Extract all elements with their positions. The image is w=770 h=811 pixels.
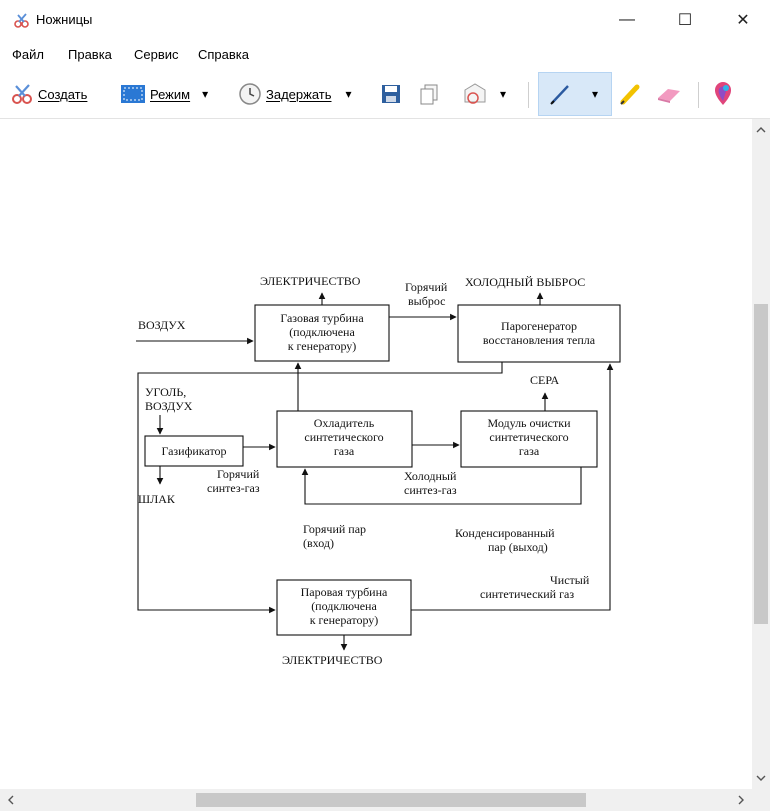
- maximize-button[interactable]: ☐: [677, 12, 693, 29]
- cooler-line-1: Охладитель: [314, 416, 375, 430]
- gas-turbine-line-1: Газовая турбина: [280, 311, 364, 325]
- mode-label: Режим: [150, 86, 191, 102]
- scissors-app-icon: [14, 13, 29, 28]
- gas-turbine-line-3: к генератору): [288, 339, 357, 353]
- title-bar: Ножницы — ☐ ✕: [0, 0, 770, 40]
- hrsg-box: [457, 304, 621, 363]
- hrsg-line-1: Парогенератор: [501, 319, 577, 333]
- label-cold-syngas-2: синтез-газ: [404, 483, 457, 497]
- vertical-scrollbar[interactable]: [752, 119, 770, 789]
- label-hot-exhaust-2: выброс: [408, 294, 445, 308]
- cleaner-line-1: Модуль очистки: [487, 416, 571, 430]
- label-hot-syngas-2: синтез-газ: [207, 481, 260, 495]
- copy-button[interactable]: [418, 82, 440, 106]
- label-clean-syngas-1: Чистый: [550, 573, 590, 587]
- label-slag: ШЛАК: [138, 492, 176, 506]
- toolbar-separator: [698, 82, 699, 108]
- horizontal-scrollbar[interactable]: [0, 789, 770, 811]
- toolbar: Создать Режим ▾ Задержать ▾: [0, 70, 770, 119]
- menu-edit[interactable]: Правка: [68, 47, 112, 62]
- send-dropdown-icon[interactable]: ▾: [500, 87, 507, 101]
- cleaner-box: [460, 410, 598, 468]
- label-hot-steam-1: Горячий пар: [303, 522, 366, 536]
- label-clean-syngas-2: синтетический газ: [480, 587, 574, 601]
- vertical-scroll-thumb[interactable]: [754, 304, 768, 624]
- label-hot-exhaust-1: Горячий: [405, 280, 448, 294]
- clock-icon: [239, 83, 261, 105]
- gasifier-box: [144, 435, 244, 467]
- scissors-icon: [12, 84, 32, 104]
- label-coal-air: ВОЗДУХ: [145, 399, 193, 413]
- window-title: Ножницы: [36, 12, 93, 27]
- copy-icon: [420, 84, 438, 105]
- new-snip-label: Создать: [38, 86, 88, 102]
- close-button[interactable]: ✕: [736, 12, 750, 29]
- menu-bar: Файл Правка Сервис Справка: [0, 44, 770, 66]
- scroll-down-icon[interactable]: [752, 771, 770, 785]
- gas-turbine-line-2: (подключена: [289, 325, 355, 339]
- toolbar-separator: [528, 82, 529, 108]
- label-electricity-bottom: ЭЛЕКТРИЧЕСТВО: [282, 653, 383, 667]
- mode-dropdown-icon[interactable]: ▾: [202, 87, 209, 101]
- pen-button[interactable]: ▾: [548, 82, 598, 106]
- cooler-line-2: синтетического: [304, 430, 383, 444]
- scroll-up-icon[interactable]: [752, 123, 770, 137]
- delay-label: Задержать: [266, 86, 332, 102]
- delay-dropdown-icon[interactable]: ▾: [345, 87, 352, 101]
- scroll-right-icon[interactable]: [734, 791, 748, 809]
- paint3d-icon: [715, 82, 731, 105]
- label-hot-syngas-1: Горячий: [217, 467, 260, 481]
- cleaner-line-2: синтетического: [489, 430, 568, 444]
- menu-file[interactable]: Файл: [12, 47, 44, 62]
- cooler-box: [276, 410, 413, 468]
- pen-icon: [550, 85, 569, 105]
- save-button[interactable]: [380, 82, 402, 106]
- label-coal: УГОЛЬ,: [145, 385, 186, 399]
- label-condensed-2: пар (выход): [488, 540, 548, 554]
- cooler-line-3: газа: [334, 444, 355, 458]
- eraser-button[interactable]: [654, 82, 684, 106]
- paint3d-button[interactable]: [712, 82, 734, 106]
- scroll-left-icon[interactable]: [4, 791, 18, 809]
- gasifier-label: Газификатор: [161, 444, 226, 458]
- hrsg-line-2: восстановления тепла: [483, 333, 596, 347]
- pen-tool-active-bg: [538, 72, 612, 116]
- flow-diagram: ЭЛЕКТРИЧЕСТВО Горячий выброс ХОЛОДНЫЙ ВЫ…: [136, 274, 621, 667]
- highlighter-button[interactable]: [618, 82, 644, 106]
- minimize-button[interactable]: —: [619, 11, 635, 28]
- new-snip-button[interactable]: Создать: [10, 82, 87, 106]
- label-condensed-1: Конденсированный: [455, 526, 555, 540]
- steam-turbine-line-2: (подключена: [311, 599, 377, 613]
- steam-turbine-line-3: к генератору): [310, 613, 379, 627]
- label-hot-steam-2: (вход): [303, 536, 334, 550]
- label-cold-exhaust: ХОЛОДНЫЙ ВЫБРОС: [465, 275, 585, 289]
- label-cold-syngas-1: Холодный: [404, 469, 457, 483]
- label-sulfur: СЕРА: [530, 373, 559, 387]
- envelope-icon: [464, 83, 486, 104]
- delay-button[interactable]: Задержать ▾: [238, 82, 352, 106]
- mode-button[interactable]: Режим ▾: [120, 82, 208, 106]
- send-button[interactable]: ▾: [462, 82, 506, 106]
- snip-canvas: ЭЛЕКТРИЧЕСТВО Горячий выброс ХОЛОДНЫЙ ВЫ…: [0, 119, 752, 789]
- menu-help[interactable]: Справка: [198, 47, 249, 62]
- label-electricity-top: ЭЛЕКТРИЧЕСТВО: [260, 274, 361, 288]
- horizontal-scroll-thumb[interactable]: [196, 793, 586, 807]
- label-air: ВОЗДУХ: [138, 318, 186, 332]
- menu-tools[interactable]: Сервис: [134, 47, 179, 62]
- save-icon: [382, 85, 400, 103]
- steam-turbine-line-1: Паровая турбина: [301, 585, 388, 599]
- mode-rectangle-icon: [121, 85, 145, 103]
- highlighter-icon: [620, 84, 640, 105]
- pen-dropdown-icon[interactable]: ▾: [592, 87, 599, 101]
- eraser-icon: [658, 89, 680, 103]
- cleaner-line-3: газа: [519, 444, 540, 458]
